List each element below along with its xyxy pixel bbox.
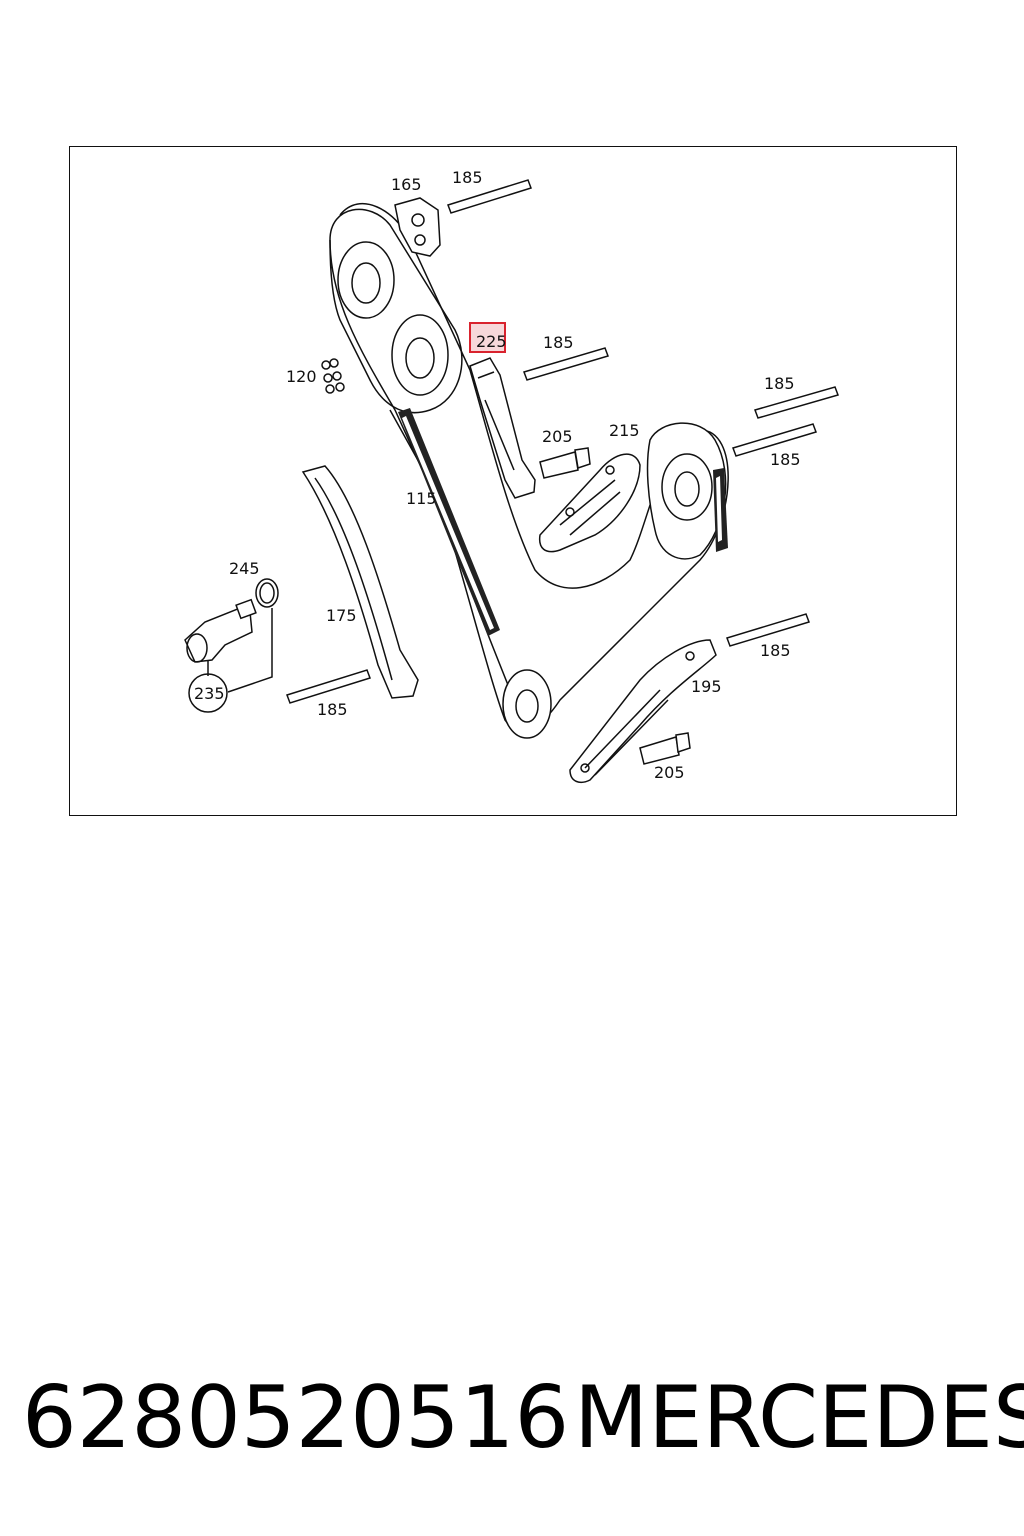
- callout-205-lower: 205: [654, 763, 685, 782]
- callout-215: 215: [609, 421, 640, 440]
- callout-185-right2: 185: [770, 450, 801, 469]
- part-195-guide-rail: [569, 639, 717, 783]
- highlight-box-225: [469, 322, 506, 353]
- callout-205-upper: 205: [542, 427, 573, 446]
- callout-185-bottom-right: 185: [760, 641, 791, 660]
- bolts-205: [539, 447, 691, 765]
- part-245-235-tensioner: [184, 578, 279, 713]
- upper-sprocket-assembly: [329, 208, 463, 414]
- chain-115: [398, 408, 500, 636]
- diagram-frame: [69, 146, 957, 816]
- callout-185-top: 185: [452, 168, 483, 187]
- footer-caption: 6280520516 MERCEDES: [0, 1368, 1024, 1468]
- part-120-link: [321, 358, 345, 394]
- brand-name: MERCEDES: [574, 1368, 1024, 1468]
- part-175-guide-rail: [301, 465, 419, 699]
- callout-165: 165: [391, 175, 422, 194]
- callout-185-right1: 185: [764, 374, 795, 393]
- callout-245: 245: [229, 559, 260, 578]
- callout-185-bottom-left: 185: [317, 700, 348, 719]
- part-215-guide-rail: [538, 453, 641, 553]
- callout-225: 225: [476, 332, 507, 351]
- callout-235: 235: [194, 684, 225, 703]
- part-number: 6280520516: [22, 1368, 570, 1468]
- callout-185-mid: 185: [543, 333, 574, 352]
- lower-sprocket: [502, 669, 552, 739]
- callout-120: 120: [286, 367, 317, 386]
- callout-115: 115: [406, 489, 437, 508]
- part-225-tensioner-rail: [469, 357, 536, 499]
- callout-175: 175: [326, 606, 357, 625]
- pins-185: [286, 179, 839, 704]
- callout-195: 195: [691, 677, 722, 696]
- part-165-bracket: [394, 197, 441, 257]
- right-sprocket: [646, 422, 728, 560]
